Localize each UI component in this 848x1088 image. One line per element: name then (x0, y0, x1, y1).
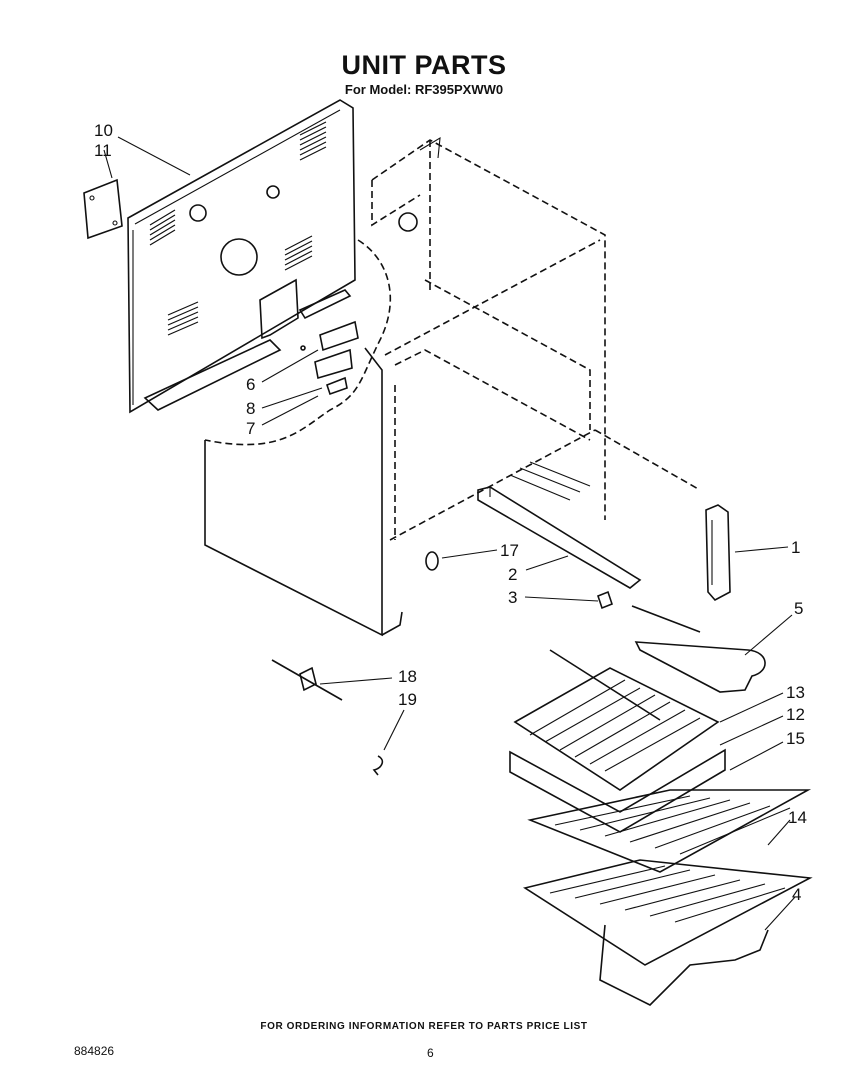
callout-13: 13 (786, 683, 805, 702)
screw (372, 755, 384, 776)
oven-cavity (371, 136, 701, 541)
oven-sensor (271, 659, 343, 701)
callout-7: 7 (246, 419, 255, 438)
callout-3: 3 (508, 588, 517, 607)
callout-8: 8 (246, 399, 255, 418)
broiler-pan (509, 649, 726, 833)
grommet (425, 551, 439, 571)
page-number: 6 (427, 1046, 434, 1060)
callout-17: 17 (500, 541, 519, 560)
side-panel (204, 239, 403, 637)
oven-racks (522, 789, 813, 966)
callout-15: 15 (786, 729, 805, 748)
callout-5: 5 (794, 599, 803, 618)
access-plate (83, 178, 123, 240)
callout-18: 18 (398, 667, 417, 686)
page-title: UNIT PARTS (341, 50, 507, 80)
side-bracket (705, 504, 731, 602)
callout-11: 11 (94, 141, 112, 160)
clip (597, 590, 613, 610)
callout-2: 2 (508, 565, 517, 584)
callout-10: 10 (94, 121, 113, 140)
terminal-block (314, 320, 359, 396)
model-subtitle: For Model: RF395PXWW0 (344, 82, 504, 97)
rear-panel (127, 99, 356, 414)
callout-4: 4 (792, 885, 801, 904)
leader-lines (103, 136, 796, 931)
bottom-rail (477, 486, 642, 589)
doc-number: 884826 (74, 1044, 115, 1058)
callout-6: 6 (246, 375, 255, 394)
broil-element (631, 605, 766, 693)
callout-1: 1 (791, 538, 800, 557)
bake-element (599, 924, 769, 1006)
callout-14: 14 (788, 808, 807, 827)
vent-grille (149, 121, 327, 336)
ordering-note: FOR ORDERING INFORMATION REFER TO PARTS … (260, 1021, 588, 1032)
callout-12: 12 (786, 705, 805, 724)
callout-19: 19 (398, 690, 417, 709)
